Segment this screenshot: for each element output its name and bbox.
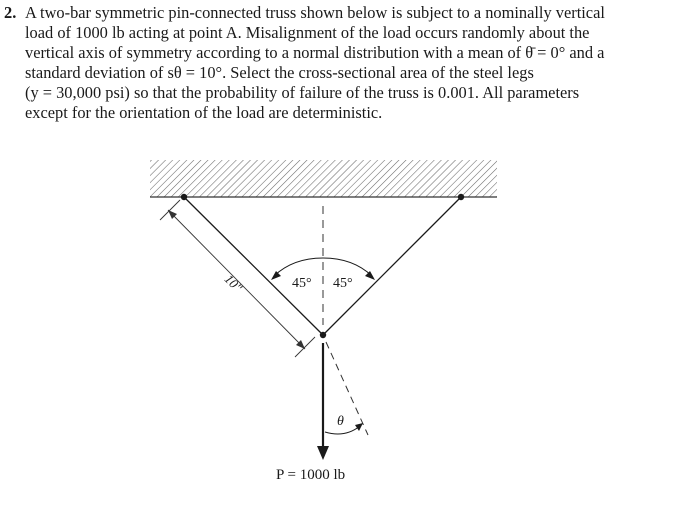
load-label: P = 1000 lb — [276, 467, 345, 483]
length-label: 10" — [222, 271, 246, 295]
misaligned-load-line — [325, 341, 369, 436]
right-pin — [457, 193, 465, 201]
theta-arc-arrow — [355, 423, 363, 431]
angle-right-label: 45° — [333, 276, 353, 291]
angle-arc-left — [273, 257, 324, 277]
angle-arc-right — [322, 257, 373, 277]
dimension-tick-top — [159, 199, 181, 221]
problem-line: standard deviation of sθ = 10°. Select t… — [25, 63, 534, 82]
problem-number: 2. — [4, 3, 17, 22]
problem-line: load of 1000 lb acting at point A. Misal… — [25, 23, 590, 42]
problem-line: A two-bar symmetric pin-connected truss … — [25, 3, 605, 22]
dimension-tick-bottom — [294, 336, 316, 358]
problem-line: except for the orientation of the load a… — [25, 103, 383, 122]
problem-line: (y = 30,000 psi) so that the probability… — [25, 83, 580, 102]
load-arrow-head — [317, 446, 329, 460]
problem-statement: 2. A two-bar symmetric pin-connected tru… — [4, 3, 688, 123]
joint-a — [319, 331, 327, 339]
dimension-arrow-top — [168, 210, 177, 219]
left-bar — [183, 196, 324, 336]
angle-left-label: 45° — [292, 276, 312, 291]
angle-arc-right-arrow — [365, 271, 375, 280]
dimension-arrow-bottom — [296, 340, 305, 349]
left-pin — [180, 193, 188, 201]
ceiling-hatch — [150, 160, 497, 197]
theta-label: θ — [337, 414, 344, 429]
right-bar — [322, 196, 462, 336]
problem-line: vertical axis of symmetry according to a… — [25, 43, 605, 62]
dimension-line — [167, 209, 306, 350]
angle-arc-left-arrow — [271, 271, 281, 280]
problem-text: A two-bar symmetric pin-connected truss … — [25, 3, 688, 123]
